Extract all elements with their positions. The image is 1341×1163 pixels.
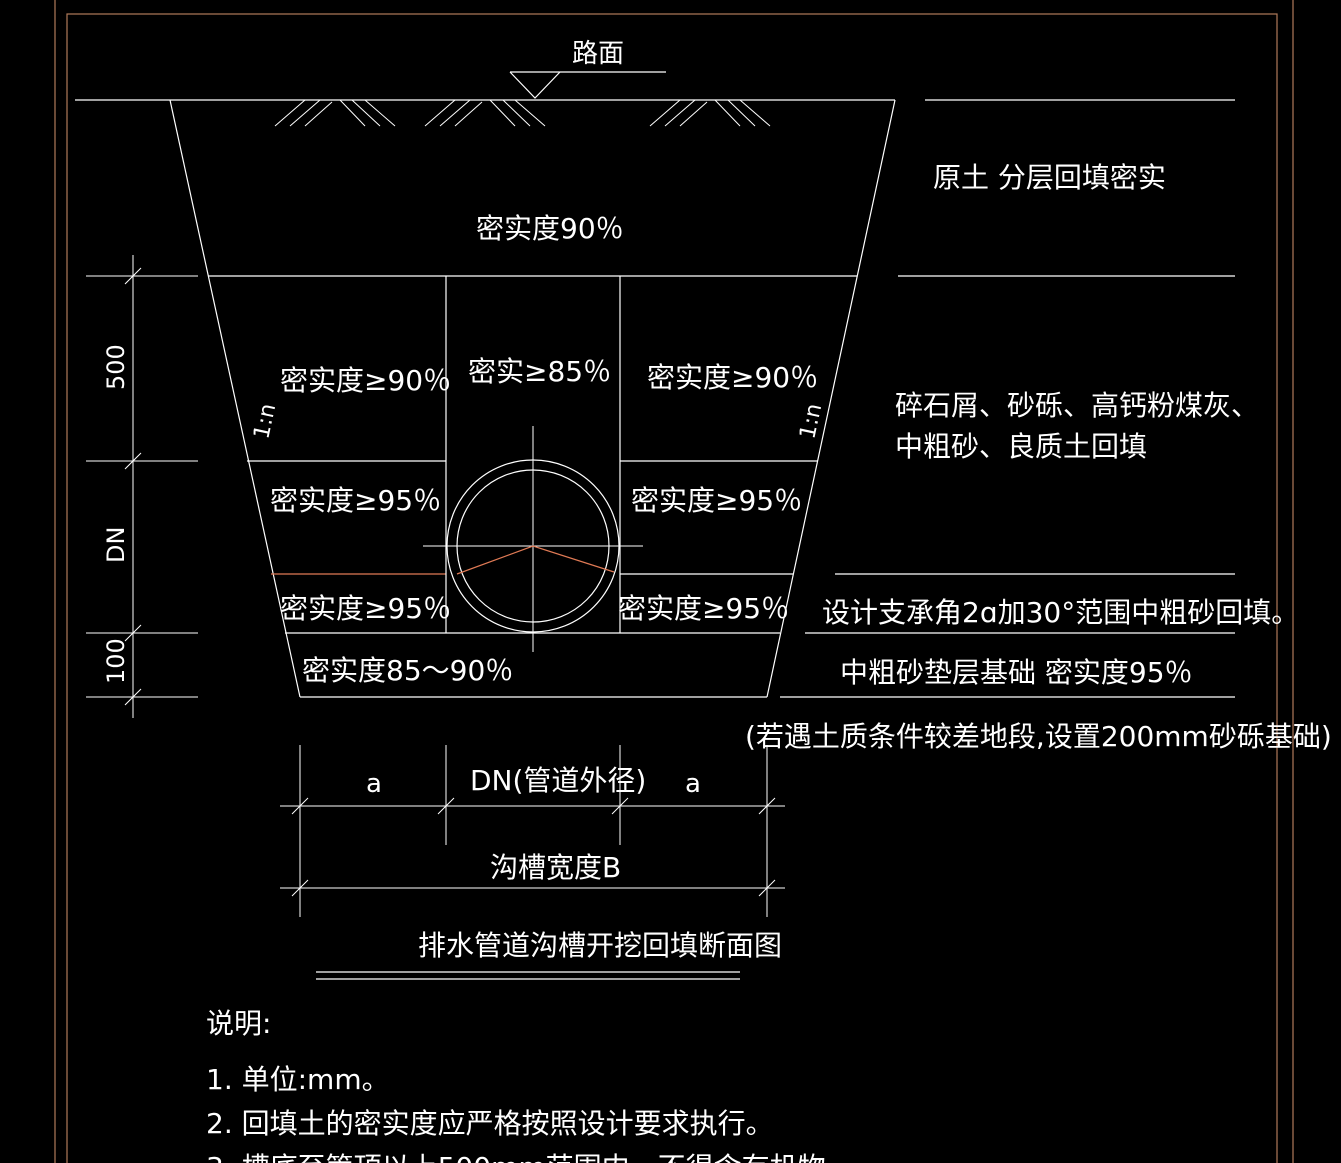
trench-width-label: 沟槽宽度B bbox=[490, 851, 621, 884]
note-item-3: 3. 槽底至管顶以上500mm范围内，不得含有机物。 bbox=[206, 1151, 854, 1163]
label-right-upper: 密实度≥90％ bbox=[647, 361, 818, 394]
drawing-title: 排水管道沟槽开挖回填断面图 bbox=[418, 929, 782, 962]
label-right-low: 密实度≥95％ bbox=[618, 592, 789, 625]
horizontal-dimension bbox=[280, 745, 785, 917]
dim-100-label: 100 bbox=[102, 638, 130, 684]
label-left-upper: 密实度≥90％ bbox=[280, 364, 451, 397]
label-left-low: 密实度≥95％ bbox=[280, 592, 451, 625]
drawing-frame-inner bbox=[66, 13, 1278, 1163]
label-material-line2: 中粗砂、良质土回填 bbox=[895, 430, 1147, 463]
label-original-soil: 原土 分层回填密实 bbox=[933, 161, 1166, 194]
slope-label-right: 1:n bbox=[795, 401, 827, 441]
label-base-fill: 密实度85～90％ bbox=[302, 654, 513, 687]
label-material-line1: 碎石屑、砂砾、高钙粉煤灰、 bbox=[895, 389, 1259, 422]
dim-dn-pipe-label: DN(管道外径) bbox=[470, 764, 646, 797]
trench-left-slope bbox=[169, 99, 301, 698]
note-item-1: 1. 单位:mm。 bbox=[206, 1063, 390, 1096]
label-bearing-angle-note: 设计支承角2ɑ加30°范围中粗砂回填。 bbox=[822, 596, 1299, 629]
label-base-note: 中粗砂垫层基础 密实度95％ bbox=[840, 656, 1193, 689]
label-center-upper: 密实≥85％ bbox=[468, 355, 611, 388]
ground-hatch bbox=[274, 99, 771, 127]
slope-label-left: 1:n bbox=[249, 401, 281, 441]
dim-a-left-label: a bbox=[366, 769, 382, 799]
label-left-mid: 密实度≥95％ bbox=[270, 484, 441, 517]
label-right-mid: 密实度≥95％ bbox=[631, 484, 802, 517]
dim-500-label: 500 bbox=[102, 344, 130, 390]
notes-heading: 说明: bbox=[206, 1007, 271, 1040]
drawing-frame-outer bbox=[54, 0, 1294, 1163]
note-item-2: 2. 回填土的密实度应严格按照设计要求执行。 bbox=[206, 1107, 774, 1140]
road-surface-marker bbox=[509, 71, 561, 99]
dim-dn-label: DN bbox=[102, 527, 130, 563]
label-top-fill: 密实度90％ bbox=[476, 212, 624, 245]
label-poor-soil-note: (若遇土质条件较差地段,设置200mm砂砾基础) bbox=[745, 720, 1332, 753]
trench-right-slope bbox=[766, 99, 896, 698]
bearing-angle-lines bbox=[456, 545, 615, 575]
road-surface-label: 路面 bbox=[572, 39, 624, 69]
dim-a-right-label: a bbox=[685, 769, 701, 799]
vertical-dimension bbox=[86, 255, 198, 718]
